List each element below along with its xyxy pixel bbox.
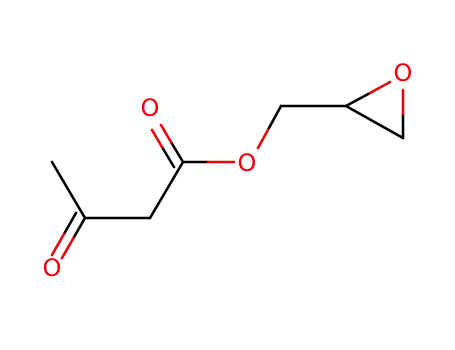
bond-ester-double [150, 123, 185, 169]
bond-layer [50, 80, 405, 260]
oxygen-label-ester-link: O [238, 149, 257, 177]
oxygen-label-ketone: O [43, 254, 62, 282]
epoxide-ring [344, 80, 405, 140]
oxygen-label-ester-carbonyl: O [141, 94, 160, 122]
bond-methyl-ketone [50, 160, 87, 220]
bond-ketone-double [50, 211, 87, 260]
oxygen-label-epoxide: O [394, 59, 413, 87]
bond-oxygen-ch2 [256, 104, 283, 150]
bond-ch2-ester [148, 160, 185, 220]
atom-labels: O O O O [43, 59, 413, 282]
